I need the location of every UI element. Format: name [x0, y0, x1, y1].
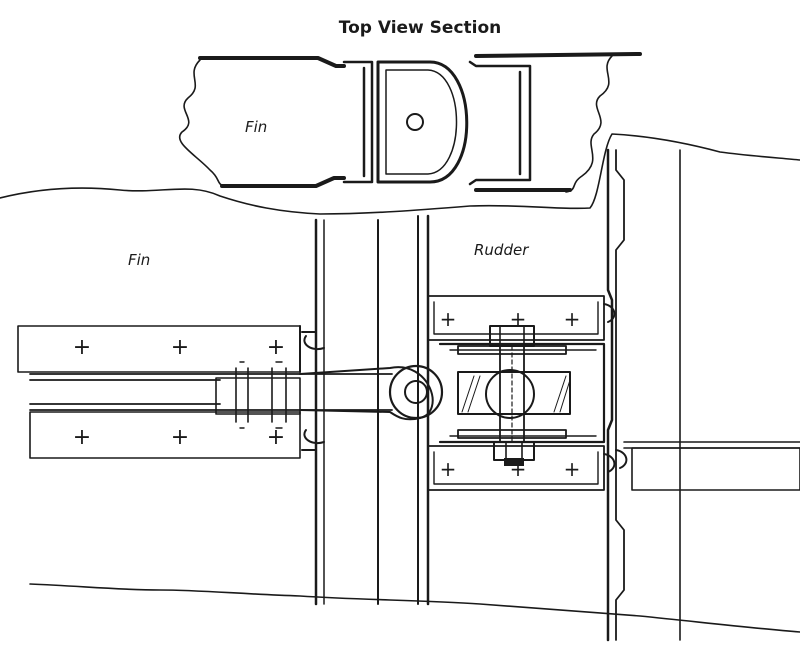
bottom-break-line — [29, 583, 800, 633]
fin-spar-channel — [342, 60, 374, 184]
svg-text:+: + — [440, 457, 457, 481]
rudder-spar-channel — [468, 60, 532, 186]
svg-text:+: + — [171, 425, 189, 450]
section-break-line — [0, 133, 800, 215]
fin-skin-top — [198, 56, 346, 68]
svg-text:+: + — [440, 307, 457, 331]
hinge-pin-hole — [406, 113, 424, 131]
fin-lower-rib: + + + — [29, 411, 301, 459]
svg-text:+: + — [73, 335, 91, 360]
fin-spar-clip-lower — [301, 429, 325, 451]
top-view-section: Fin — [178, 52, 642, 193]
fin-skin-bottom — [220, 176, 346, 188]
rudder-label: Rudder — [474, 241, 529, 259]
rudder-rib-right — [615, 441, 800, 491]
rudder-hinge-fitting: + + + + + + — [427, 295, 616, 491]
svg-text:+: + — [564, 457, 581, 481]
rudder-break-line-right — [565, 55, 613, 193]
diagram-title: Top View Section — [339, 18, 502, 38]
fin-upper-rib: + + + — [17, 325, 301, 373]
fin-label-top-view: Fin — [245, 118, 267, 136]
hinge-eye — [299, 364, 444, 421]
rudder-rear-beam — [606, 148, 681, 642]
svg-text:+: + — [73, 425, 91, 450]
svg-text:+: + — [267, 335, 285, 360]
svg-text:+: + — [267, 425, 285, 450]
rudder-leading-edge — [376, 60, 469, 184]
fin-break-line-left — [178, 59, 229, 187]
svg-text:+: + — [564, 307, 581, 331]
fin-spar-clip-upper — [301, 331, 325, 350]
rudder-spar — [417, 214, 430, 606]
fin-label-main: Fin — [128, 251, 150, 269]
rudder-skin-top — [474, 52, 642, 58]
svg-text:+: + — [171, 335, 189, 360]
hinge-bolt-hole — [404, 380, 428, 404]
